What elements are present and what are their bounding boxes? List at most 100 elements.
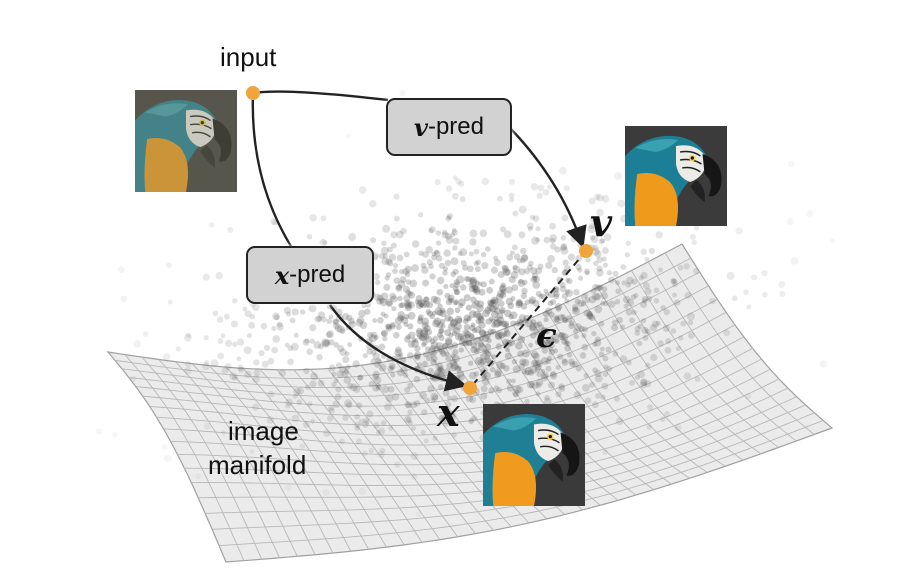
- scatter-point: [498, 306, 506, 314]
- scatter-point: [477, 359, 485, 367]
- scatter-point: [555, 391, 562, 398]
- scatter-point: [543, 317, 549, 323]
- scatter-point: [584, 297, 591, 303]
- scatter-point: [503, 330, 511, 337]
- scatter-point: [369, 237, 377, 244]
- scatter-point: [484, 354, 491, 361]
- manifold-fill: [106, 243, 834, 563]
- scatter-point: [762, 291, 768, 298]
- scatter-point: [565, 340, 571, 347]
- v-pred-symbol: v: [414, 112, 428, 142]
- scatter-point: [184, 360, 192, 368]
- scatter-point: [372, 318, 378, 323]
- scatter-point: [391, 392, 400, 401]
- scatter-point: [499, 285, 507, 293]
- scatter-point: [407, 420, 414, 426]
- scatter-point: [546, 184, 552, 190]
- scatter-point: [366, 348, 373, 355]
- scatter-point: [440, 323, 446, 329]
- scatter-point: [623, 303, 629, 309]
- scatter-point: [427, 384, 435, 393]
- scatter-point: [569, 320, 575, 326]
- scatter-point: [469, 278, 478, 287]
- scatter-point: [326, 318, 332, 324]
- scatter-point: [431, 310, 437, 316]
- scatter-point: [590, 235, 599, 244]
- scatter-point: [637, 370, 646, 379]
- scatter-point: [582, 326, 589, 333]
- scatter-point: [203, 422, 212, 430]
- scatter-point: [444, 232, 452, 240]
- scatter-point: [370, 331, 378, 339]
- scatter-point: [438, 328, 444, 335]
- scatter-point: [443, 367, 452, 376]
- scatter-point: [529, 366, 537, 375]
- scatter-point: [486, 303, 495, 312]
- scatter-point: [318, 343, 324, 350]
- scatter-point: [488, 278, 495, 285]
- scatter-point: [453, 281, 460, 288]
- scatter-point: [368, 380, 375, 388]
- scatter-point: [369, 334, 377, 343]
- scatter-point: [276, 323, 284, 331]
- scatter-point: [473, 285, 481, 294]
- scatter-point: [591, 247, 600, 256]
- manifold-grid-line: [563, 303, 708, 473]
- scatter-point: [184, 367, 192, 375]
- scatter-point: [522, 317, 529, 324]
- scatter-point: [533, 321, 540, 329]
- scatter-point: [653, 287, 660, 294]
- scatter-point: [598, 285, 604, 291]
- scatter-point: [414, 354, 421, 361]
- scatter-point: [344, 351, 350, 357]
- scatter-point: [657, 340, 664, 347]
- scatter-point: [217, 338, 224, 344]
- scatter-point: [551, 332, 560, 341]
- scatter-point: [403, 322, 409, 327]
- scatter-point: [387, 246, 393, 253]
- scatter-point: [746, 304, 752, 310]
- scatter-point: [224, 313, 230, 320]
- manifold-grid-line: [310, 369, 441, 540]
- scatter-point: [521, 287, 528, 295]
- scatter-point: [555, 364, 561, 370]
- manifold-grid-line: [631, 270, 779, 448]
- scatter-point: [322, 240, 328, 246]
- manifold-grid-line: [121, 271, 700, 388]
- scatter-point: [302, 338, 310, 346]
- scatter-point: [555, 306, 562, 312]
- scatter-point: [819, 360, 827, 368]
- scatter-point: [323, 429, 331, 437]
- scatter-point: [393, 331, 400, 339]
- scatter-point: [687, 331, 695, 339]
- scatter-point: [500, 282, 506, 288]
- scatter-point: [378, 363, 387, 372]
- scatter-point: [524, 367, 533, 376]
- scatter-point: [516, 258, 523, 264]
- scatter-point: [463, 294, 471, 302]
- scatter-point: [456, 317, 463, 324]
- scatter-point: [421, 321, 429, 330]
- scatter-point: [185, 332, 192, 339]
- scatter-point: [600, 394, 606, 400]
- scatter-point: [552, 348, 559, 354]
- scatter-point: [548, 346, 554, 352]
- scatter-point: [526, 222, 534, 230]
- scatter-point: [445, 215, 452, 222]
- scatter-point: [557, 353, 564, 360]
- scatter-point: [524, 299, 530, 305]
- scatter-point: [521, 349, 530, 358]
- scatter-point: [366, 410, 374, 418]
- scatter-point: [565, 289, 573, 297]
- scatter-point: [626, 298, 635, 307]
- scatter-point: [384, 403, 392, 411]
- scatter-point: [224, 362, 232, 371]
- scatter-point: [379, 447, 386, 454]
- scatter-point: [487, 328, 494, 335]
- scatter-point: [438, 348, 446, 355]
- scatter-point: [476, 300, 485, 308]
- scatter-point: [422, 351, 430, 358]
- scatter-point: [572, 306, 579, 313]
- x-pred-text: -pred: [289, 261, 346, 288]
- scatter-point: [388, 253, 397, 261]
